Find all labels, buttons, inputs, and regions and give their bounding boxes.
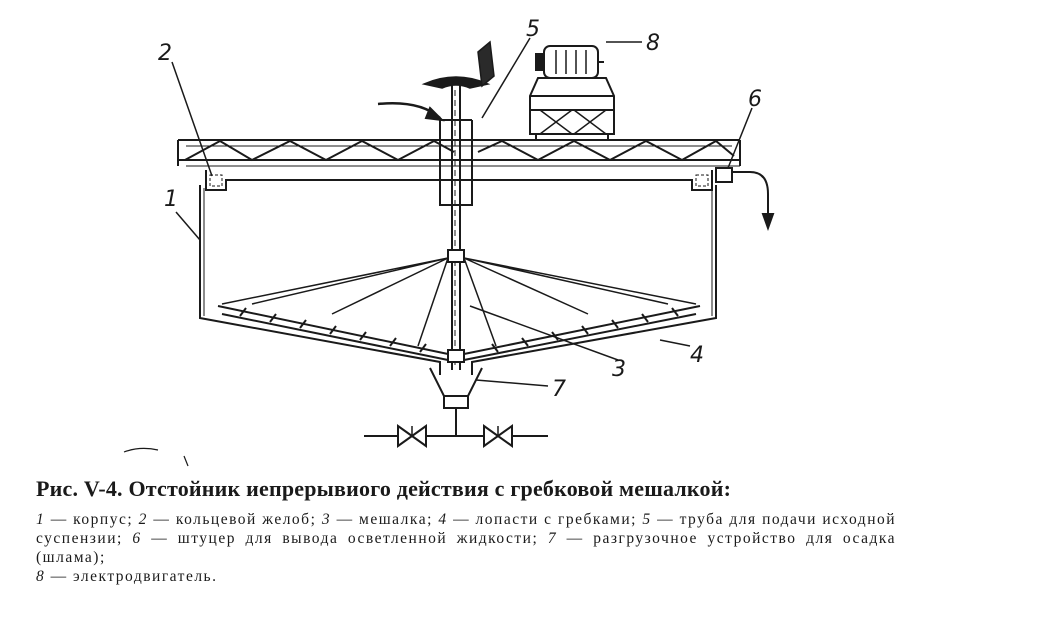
legend-item: 2 — кольцевой желоб;	[138, 511, 317, 528]
tank-body	[199, 185, 717, 375]
agitator-shaft	[451, 84, 461, 370]
truss-bridge	[177, 139, 741, 167]
callout-3: 3	[612, 357, 626, 382]
caption-legend: 1 — корпус; 2 — кольцевой желоб; 3 — меш…	[36, 510, 896, 586]
leader-lines	[171, 37, 753, 387]
feed-pipe	[439, 119, 473, 206]
legend-item: 3 — мешалка;	[321, 511, 433, 528]
feed-arrow	[377, 102, 445, 122]
legend-item: 6 — штуцер для вывода осветленной жидкос…	[132, 530, 539, 547]
callout-7: 7	[552, 377, 566, 402]
callout-1: 1	[164, 187, 178, 212]
callout-8: 8	[646, 31, 660, 56]
figure-caption: Рис. V-4. Отстойник иепрерывиого действи…	[36, 476, 916, 586]
rake-arms	[217, 305, 701, 361]
scan-marks	[123, 447, 189, 467]
agitator-rods	[221, 257, 697, 347]
legend-item: 1 — корпус;	[36, 511, 134, 528]
legend-item: 8 — электродвигатель.	[36, 568, 218, 585]
callout-6: 6	[748, 87, 762, 112]
outlet-nozzle	[715, 167, 775, 231]
agitator-hub	[447, 249, 465, 363]
electric-motor	[535, 45, 604, 79]
settler-diagram: 1 2 3 4 5 6 7 8	[123, 17, 775, 467]
caption-title: Рис. V-4. Отстойник иепрерывиого действи…	[36, 476, 732, 501]
motor-frame	[529, 77, 615, 140]
bevel-gear	[421, 40, 495, 89]
legend-item: 5 — труба для подачи исходной суспензии;	[36, 511, 897, 547]
callout-2: 2	[158, 41, 172, 66]
discharge-valves	[364, 424, 548, 448]
callout-4: 4	[690, 343, 704, 368]
callout-5: 5	[526, 17, 540, 42]
legend-item: 7 — разгрузочное устройство для осадка (…	[36, 530, 897, 566]
discharge-cone	[429, 367, 483, 436]
legend-item: 4 — лопасти с гребками;	[438, 511, 637, 528]
